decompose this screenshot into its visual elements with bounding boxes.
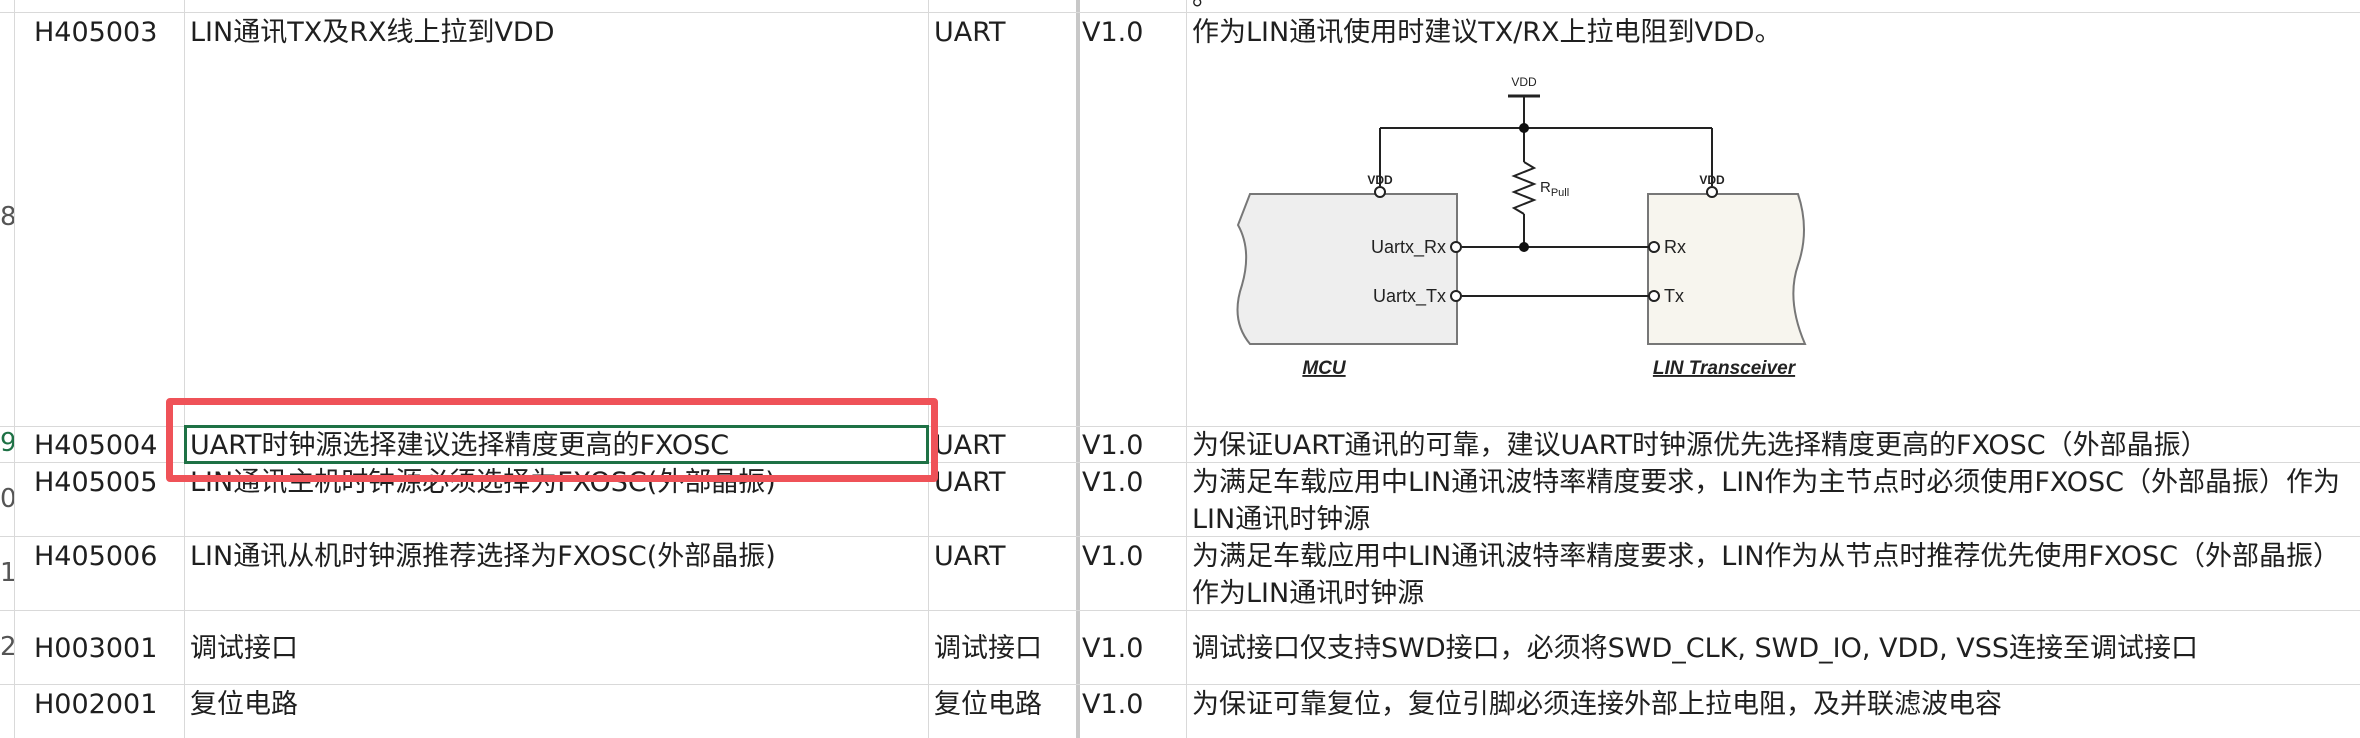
- row-divider: [0, 536, 2360, 537]
- cell-title[interactable]: LIN通讯主机时钟源必须选择为FXOSC(外部晶振): [190, 467, 776, 498]
- cell-version[interactable]: V1.0: [1082, 17, 1144, 48]
- freeze-pane-divider[interactable]: [1076, 0, 1080, 738]
- cell-category[interactable]: UART: [934, 430, 1006, 461]
- cell-id[interactable]: H002001: [34, 689, 158, 720]
- cell-version[interactable]: V1.0: [1082, 541, 1144, 572]
- row-number[interactable]: 2: [0, 634, 14, 660]
- row-number[interactable]: 8: [0, 204, 14, 230]
- cell-description[interactable]: 调试接口仅支持SWD接口，必须将SWD_CLK, SWD_IO, VDD, VS…: [1192, 633, 2198, 664]
- uart-rx-label: Uartx_Rx: [1371, 237, 1446, 258]
- cell-title[interactable]: 复位电路: [190, 689, 298, 720]
- col-divider: [14, 0, 15, 738]
- col-divider: [1186, 0, 1187, 738]
- cell-id[interactable]: H405004: [34, 430, 158, 461]
- vdd-lin-label: VDD: [1699, 173, 1725, 187]
- row-divider: [0, 610, 2360, 611]
- vdd-mcu-label: VDD: [1367, 173, 1393, 187]
- cell-id[interactable]: H405003: [34, 17, 158, 48]
- lin-transceiver-box: [1647, 193, 1807, 345]
- active-cell-selection: [184, 425, 929, 464]
- cell-category[interactable]: UART: [934, 17, 1006, 48]
- cell-id[interactable]: H405006: [34, 541, 158, 572]
- row-divider: [0, 462, 2360, 463]
- cell-version[interactable]: V1.0: [1082, 430, 1144, 461]
- cell-title-selected[interactable]: UART时钟源选择建议选择精度更高的FXOSC: [190, 430, 730, 461]
- cell-version[interactable]: V1.0: [1082, 689, 1144, 720]
- cell-title[interactable]: LIN通讯TX及RX线上拉到VDD: [190, 17, 555, 48]
- cell-title[interactable]: LIN通讯从机时钟源推荐选择为FXOSC(外部晶振): [190, 541, 776, 572]
- rx-label: Rx: [1664, 237, 1686, 257]
- cell-category[interactable]: UART: [934, 541, 1006, 572]
- annotation-highlight-box: [166, 398, 938, 482]
- cell-description[interactable]: 作为LIN通讯使用时建议TX/RX上拉电阻到VDD。: [1192, 17, 1782, 48]
- row-number[interactable]: 1: [0, 560, 14, 586]
- cell-id[interactable]: H405005: [34, 467, 158, 498]
- col-divider: [928, 0, 929, 738]
- cell-version[interactable]: V1.0: [1082, 633, 1144, 664]
- resistor-label: RPull: [1540, 179, 1569, 199]
- cell-category[interactable]: 调试接口: [934, 633, 1042, 664]
- vdd-top-label: VDD: [1511, 75, 1537, 89]
- clipped-cell-text: 。: [1192, 0, 1219, 15]
- tx-label: Tx: [1664, 286, 1684, 306]
- row-divider: [0, 426, 2360, 427]
- cell-version[interactable]: V1.0: [1082, 467, 1144, 498]
- lin-transceiver-label: LIN Transceiver: [1653, 358, 1797, 379]
- mcu-label: MCU: [1302, 358, 1347, 379]
- row-number-selected[interactable]: 9: [0, 430, 14, 456]
- cell-description[interactable]: 为满足车载应用中LIN通讯波特率精度要求，LIN作为从节点时推荐优先使用FXOS…: [1192, 541, 2340, 609]
- cell-description[interactable]: 为保证UART通讯的可靠，建议UART时钟源优先选择精度更高的FXOSC（外部晶…: [1192, 430, 2208, 461]
- cell-description[interactable]: 为满足车载应用中LIN通讯波特率精度要求，LIN作为主节点时必须使用FXOSC（…: [1192, 467, 2340, 535]
- cell-title[interactable]: 调试接口: [190, 633, 298, 664]
- uart-tx-label: Uartx_Tx: [1373, 286, 1446, 307]
- cell-description[interactable]: 为保证可靠复位，复位引脚必须连接外部上拉电阻，及并联滤波电容: [1192, 689, 2002, 720]
- cell-category[interactable]: UART: [934, 467, 1006, 498]
- cell-category[interactable]: 复位电路: [934, 689, 1042, 720]
- row-divider: [0, 684, 2360, 685]
- row-number[interactable]: 0: [0, 486, 14, 512]
- mcu-box: [1236, 193, 1458, 345]
- col-divider: [184, 0, 185, 738]
- cell-id[interactable]: H003001: [34, 633, 158, 664]
- lin-pullup-circuit-diagram[interactable]: VDD VDD VDD RPull Uartx_Rx Uartx_Tx Rx T…: [1230, 70, 1850, 390]
- row-divider: [0, 12, 2360, 13]
